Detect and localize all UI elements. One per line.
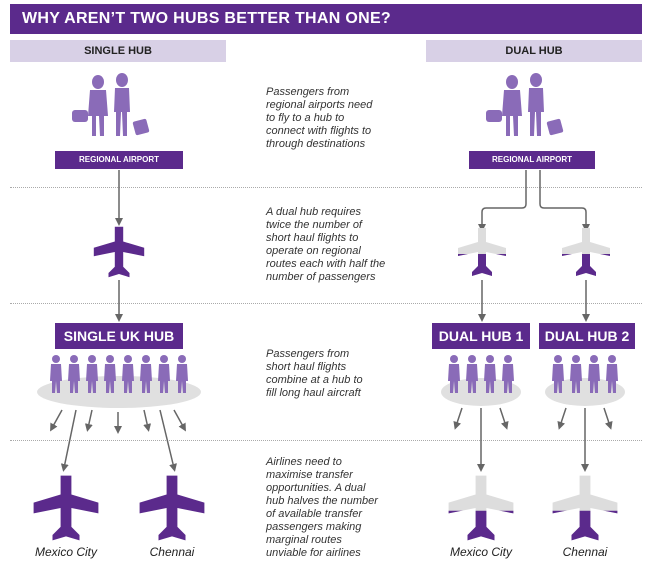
plane-icon [139,475,205,541]
city-label: Chennai [562,545,608,559]
dual-hub-1-label: DUAL HUB 1 [432,323,530,349]
traveller-icon [72,73,150,136]
note-dual-hub-flights: A dual hub requires twice the number of … [266,206,386,283]
half-full-plane-icon [552,475,618,541]
city-label: Mexico City [34,545,97,559]
half-full-plane-icon [562,228,610,276]
regional-airport-label: REGIONAL AIRPORT [469,151,595,169]
note-transfer: Airlines need to maximise transfer oppor… [266,456,378,559]
hub-platform [441,378,521,406]
city-label: Chennai [149,545,195,559]
half-full-plane-icon [448,475,514,541]
regional-airport-label: REGIONAL AIRPORT [55,151,183,169]
single-uk-hub-label: SINGLE UK HUB [55,323,183,349]
half-full-plane-icon [458,228,506,276]
plane-icon [93,226,145,278]
section-divider [10,187,642,188]
page-title: WHY AREN’T TWO HUBS BETTER THAN ONE? [10,4,642,34]
city-label: Mexico City [449,545,512,559]
plane-icon [33,475,99,541]
hub-platform [545,378,625,406]
section-divider [10,303,642,304]
note-combine: Passengers from short haul flights combi… [266,348,363,399]
traveller-icon [486,73,564,136]
single-hub-header: SINGLE HUB [10,40,226,62]
dual-hub-header: DUAL HUB [426,40,642,62]
section-divider [10,440,642,441]
dual-hub-2-label: DUAL HUB 2 [539,323,635,349]
note-regional: Passengers from regional airports need t… [266,86,373,150]
